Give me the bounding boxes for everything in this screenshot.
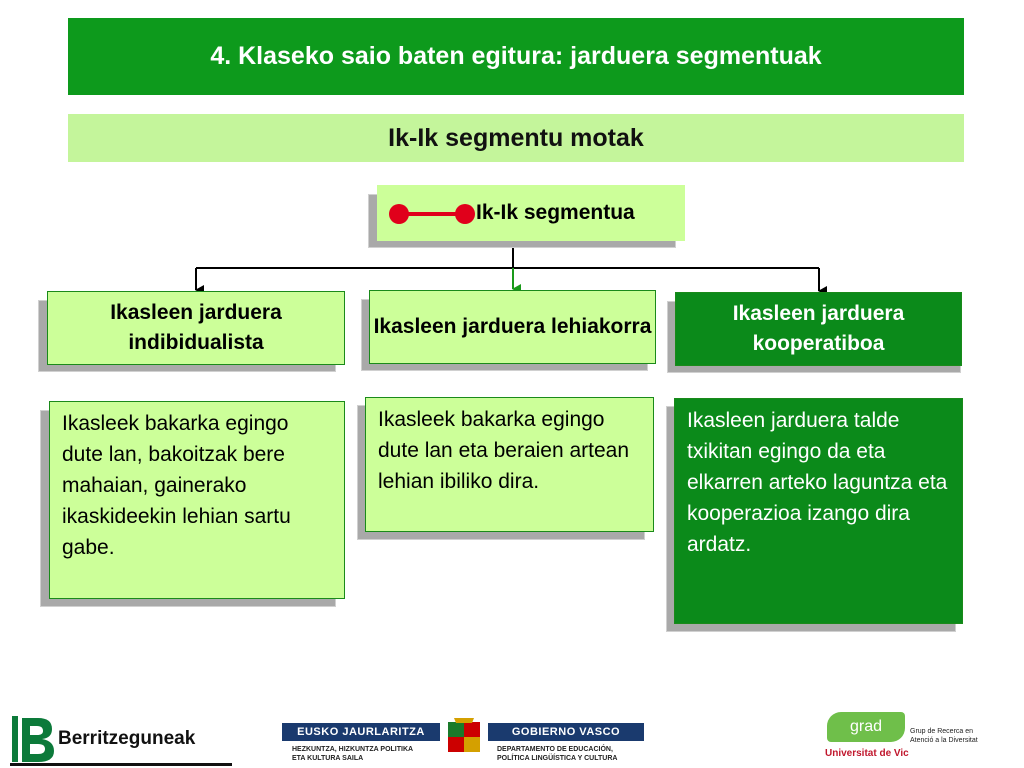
dumbbell-connector-icon [389,204,475,224]
category-box-kooperatiboa: Ikasleen jarduera kooperatiboa [675,292,962,366]
dept-right-text: DEPARTAMENTO DE EDUCACIÓN, POLÍTICA LING… [497,746,618,762]
category-box-lehiakorra: Ikasleen jarduera lehiakorra [369,290,656,364]
footer-rule [10,763,232,766]
grad-logo: grad [827,712,905,742]
description-kooperatiboa: Ikasleen jarduera talde txikitan egingo … [674,398,963,624]
grad-description: Grup de Recerca en Atenció a la Diversit… [910,728,978,744]
root-box: Ik-Ik segmentua [377,185,685,241]
page-title: 4. Klaseko saio baten egitura: jarduera … [68,18,964,95]
description-lehiakorra: Ikasleek bakarka egingo dute lan eta ber… [365,397,654,532]
university-name: Universitat de Vic [825,748,909,759]
description-indibidualista: Ikasleek bakarka egingo dute lan, bakoit… [49,401,345,599]
berritzeguneak-logo-icon [12,716,56,762]
root-label: Ik-Ik segmentua [476,201,635,224]
dept-left-text: HEZKUNTZA, HIZKUNTZA POLITIKA ETA KULTUR… [292,746,414,762]
coat-of-arms-icon [440,714,488,754]
berritzeguneak-wordmark: Berritzeguneak [58,728,196,749]
category-box-indibidualista: Ikasleen jarduera indibidualista [47,291,345,365]
gov-right-banner: GOBIERNO VASCO [488,723,644,741]
gov-left-banner: EUSKO JAURLARITZA [282,723,440,741]
section-subtitle: Ik-Ik segmentu motak [68,114,964,162]
